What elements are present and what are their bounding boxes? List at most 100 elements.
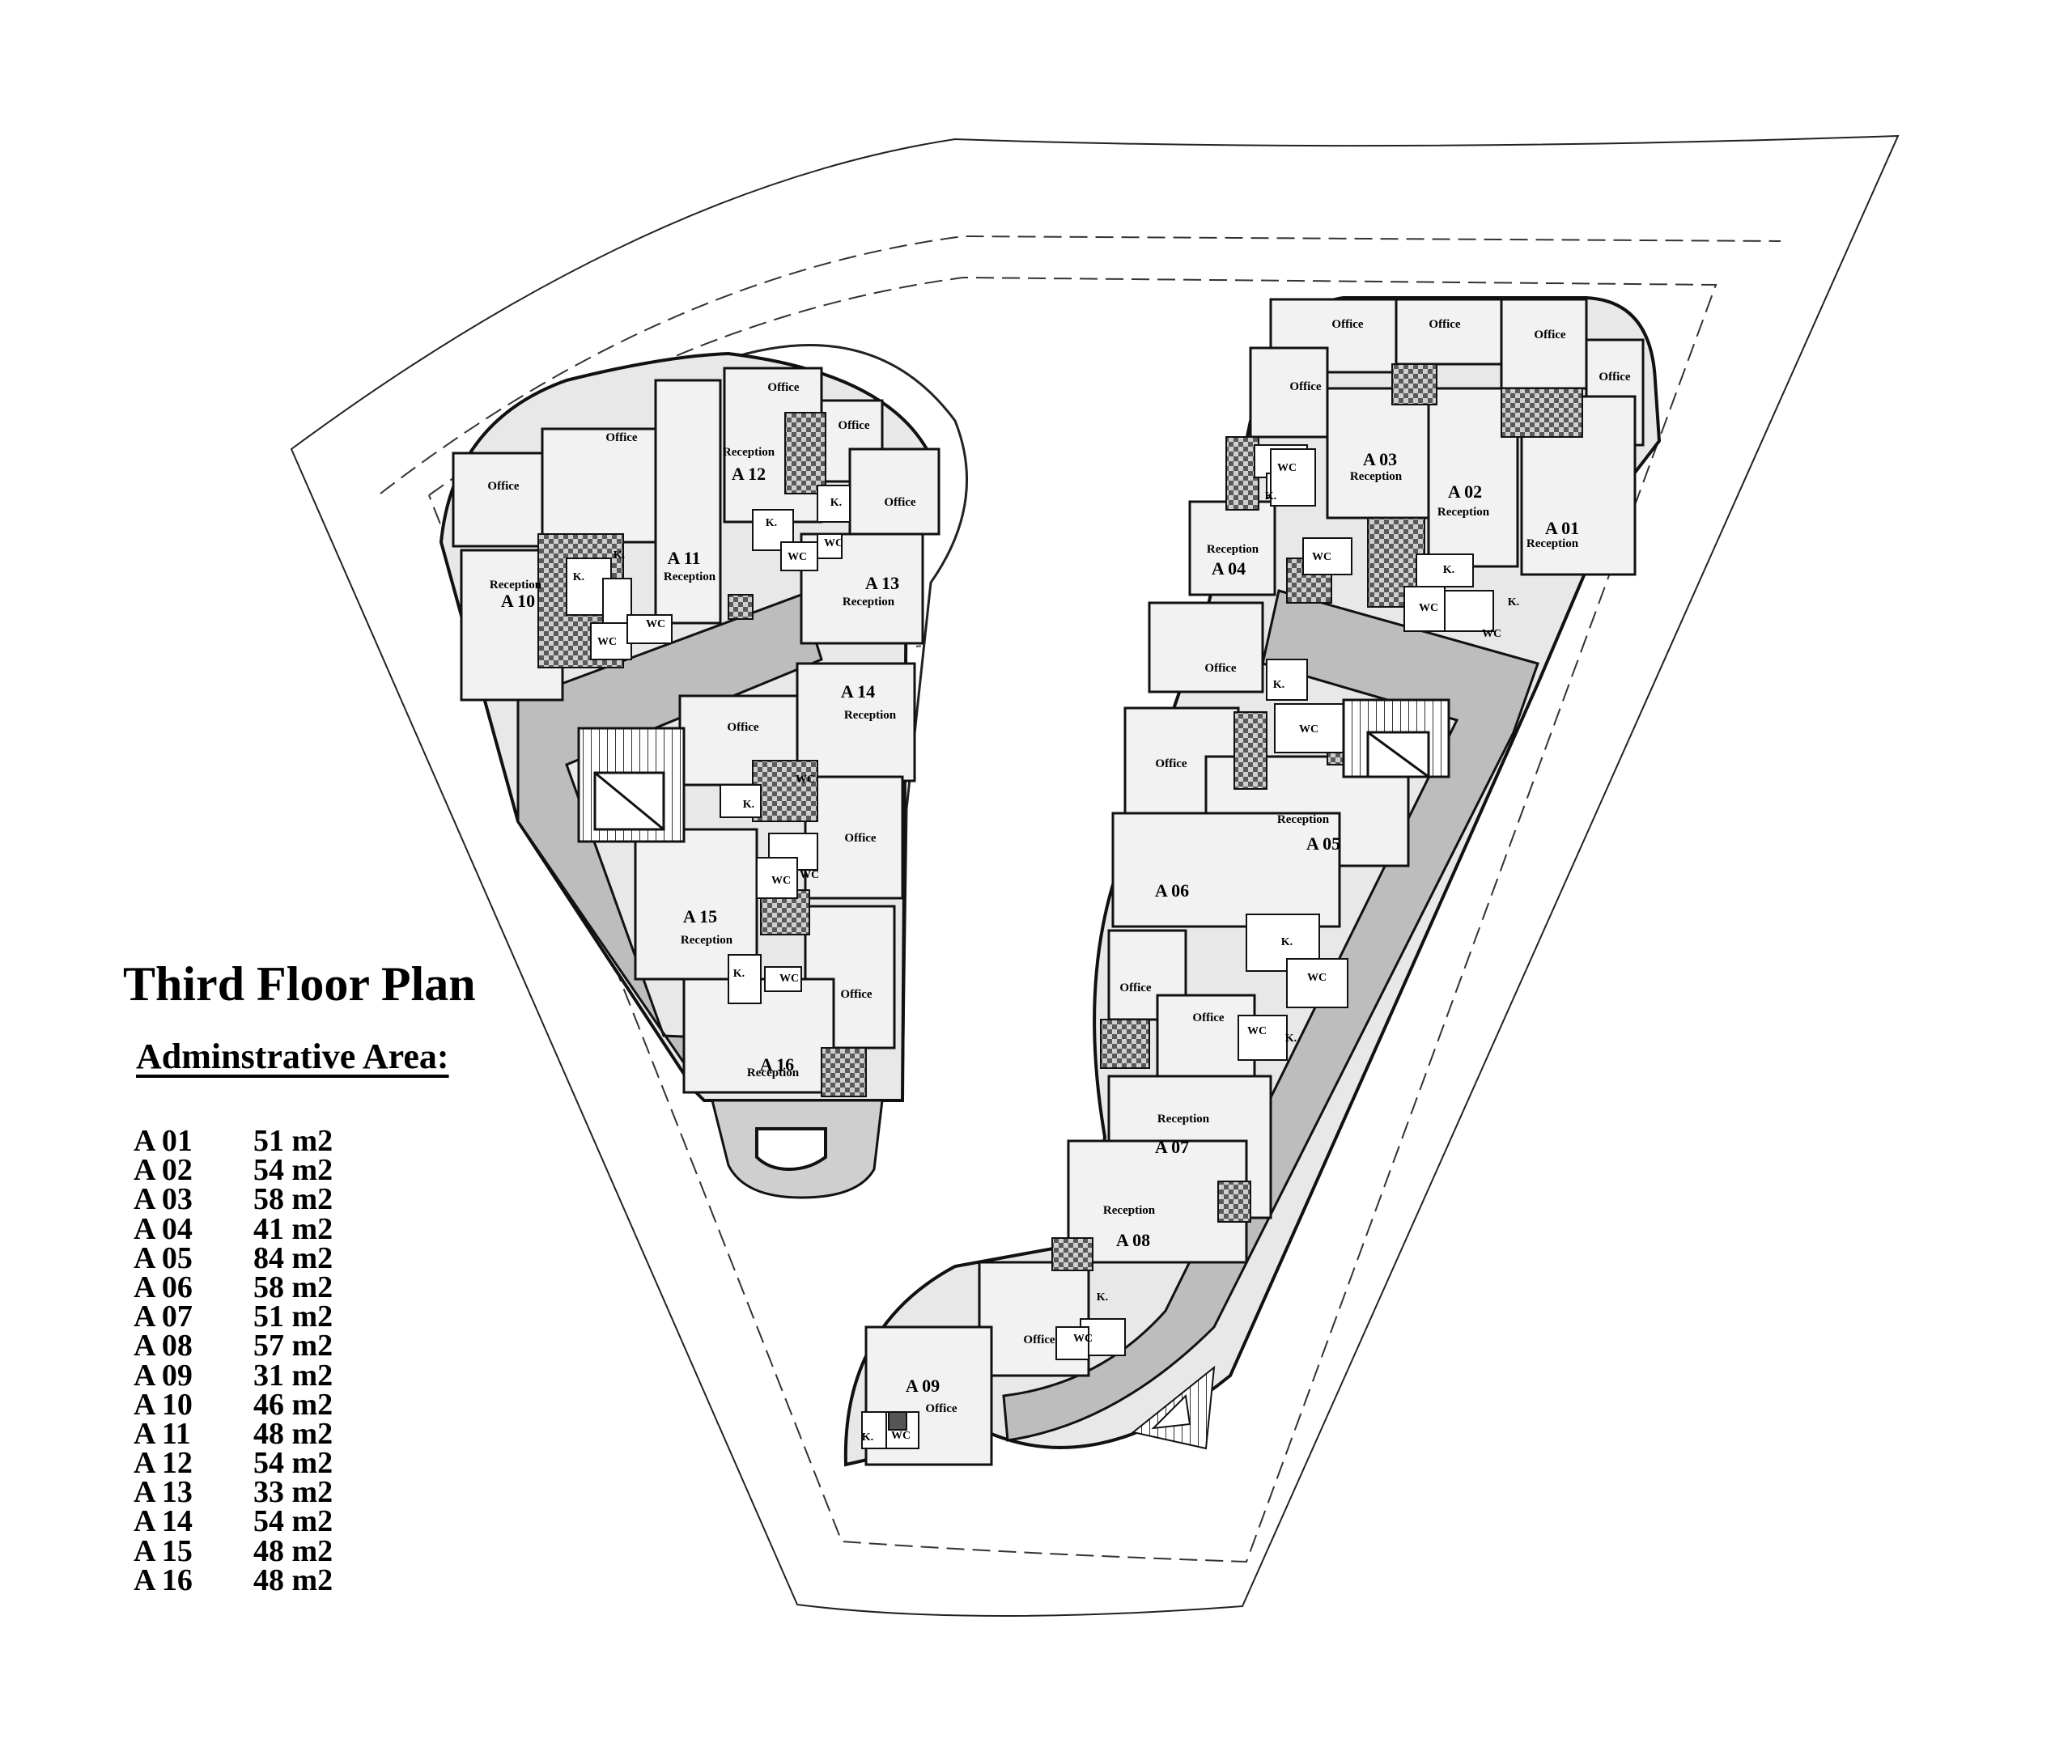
section-subtitle: Adminstrative Area:: [136, 1037, 449, 1076]
unit-code: A 11: [134, 1416, 191, 1451]
unit-code: A 07: [134, 1300, 193, 1334]
label-a03: A 03: [1363, 449, 1397, 469]
unit-code: A 01: [134, 1124, 193, 1158]
label-a01: A 01: [1545, 518, 1579, 538]
right-corridor: [1002, 589, 1539, 1442]
area-row: A 04 41 m2: [134, 1211, 333, 1246]
setback-line-outer: [380, 235, 1781, 494]
office-label: Office: [1119, 982, 1151, 994]
office-label: Office: [1204, 662, 1236, 675]
reception-label: Reception: [490, 579, 542, 592]
unit-code: A 03: [134, 1182, 193, 1217]
unit-area: 84 m2: [253, 1240, 333, 1275]
reception-label: Reception: [1277, 813, 1330, 826]
kitchen-label: K.: [862, 1431, 873, 1444]
office-label: Office: [925, 1402, 957, 1415]
area-row: A 09 31 m2: [134, 1358, 333, 1393]
area-row: A 11 48 m2: [134, 1416, 333, 1451]
page-title: Third Floor Plan: [123, 957, 476, 1011]
toilet-label: WC: [1247, 1025, 1267, 1037]
unit-code: A 06: [134, 1270, 193, 1304]
unit-area: 57 m2: [253, 1329, 333, 1363]
label-a09: A 09: [906, 1376, 940, 1396]
reception-label: Reception: [1526, 537, 1579, 550]
office-label: Office: [727, 721, 758, 734]
toilet-label: WC: [1419, 602, 1438, 614]
toilet-label: WC: [788, 551, 807, 563]
unit-code: A 02: [134, 1153, 193, 1188]
unit-code: A 15: [134, 1533, 193, 1568]
unit-area: 48 m2: [253, 1533, 333, 1568]
kitchen-label: K.: [1265, 490, 1276, 502]
toilet-label: WC: [1312, 551, 1331, 563]
office-label: Office: [487, 480, 519, 493]
toilet-label: WC: [1277, 462, 1297, 474]
office-label: Office: [1599, 371, 1630, 384]
kitchen-label: K.: [1273, 679, 1284, 691]
unit-code: A 12: [134, 1446, 193, 1481]
label-a02: A 02: [1448, 481, 1482, 502]
office-label: Office: [1023, 1334, 1055, 1346]
unit-area: 48 m2: [253, 1416, 333, 1451]
reception-label: Reception: [681, 934, 733, 947]
unit-code: A 04: [134, 1211, 193, 1246]
label-a05: A 05: [1306, 833, 1340, 854]
unit-code: A 09: [134, 1358, 193, 1393]
kitchen-label: K.: [1443, 564, 1454, 576]
label-a14: A 14: [841, 681, 875, 702]
unit-area: 33 m2: [253, 1475, 333, 1510]
toilet-label: WC: [824, 537, 843, 549]
unit-code: A 08: [134, 1329, 193, 1363]
kitchen-label: K.: [733, 968, 745, 980]
unit-area: 54 m2: [253, 1446, 333, 1481]
label-a10: A 10: [501, 591, 535, 611]
kitchen-label: K.: [830, 497, 842, 509]
office-label: Office: [840, 988, 872, 1001]
reception-label: Reception: [723, 446, 775, 459]
toilet-label: WC: [1307, 972, 1327, 984]
toilet-label: WC: [800, 869, 819, 881]
office-label: Office: [1331, 318, 1363, 331]
toilet-label: WC: [1073, 1333, 1093, 1345]
label-a04: A 04: [1212, 558, 1246, 579]
label-a11: A 11: [668, 548, 701, 568]
kitchen-label: K.: [1281, 936, 1293, 948]
toilet-label: WC: [779, 973, 799, 985]
unit-area: 31 m2: [253, 1358, 333, 1393]
kitchen-label: K.: [743, 799, 754, 811]
plan-labels: A 01 A 02 A 03 A 04 A 05 A 06 A 07 A 08 …: [487, 318, 1630, 1444]
kitchen-label: K.: [614, 549, 625, 562]
unit-code: A 13: [134, 1475, 193, 1510]
kitchen-label: K.: [1097, 1291, 1108, 1304]
office-label: Office: [767, 381, 799, 394]
unit-code: A 10: [134, 1387, 193, 1422]
office-label: Office: [844, 832, 876, 845]
kitchen-label: K.: [766, 517, 777, 529]
kitchen-label: K.: [573, 571, 584, 583]
label-a07: A 07: [1155, 1137, 1189, 1157]
reception-label: Reception: [664, 570, 716, 583]
reception-label: Reception: [1157, 1113, 1210, 1126]
label-a13: A 13: [865, 573, 899, 593]
office-label: Office: [605, 431, 637, 444]
kitchen-label: K.: [1285, 1033, 1297, 1045]
unit-area: 41 m2: [253, 1211, 333, 1246]
reception-label: Reception: [843, 596, 895, 608]
area-row: A 13 33 m2: [134, 1475, 333, 1510]
office-label: Office: [1192, 1011, 1224, 1024]
unit-area: 58 m2: [253, 1182, 333, 1217]
reception-label: Reception: [844, 709, 897, 722]
area-row: A 15 48 m2: [134, 1533, 333, 1568]
unit-code: A 16: [134, 1563, 193, 1597]
reception-label: Reception: [1350, 470, 1403, 483]
toilet-label: WC: [891, 1430, 911, 1442]
